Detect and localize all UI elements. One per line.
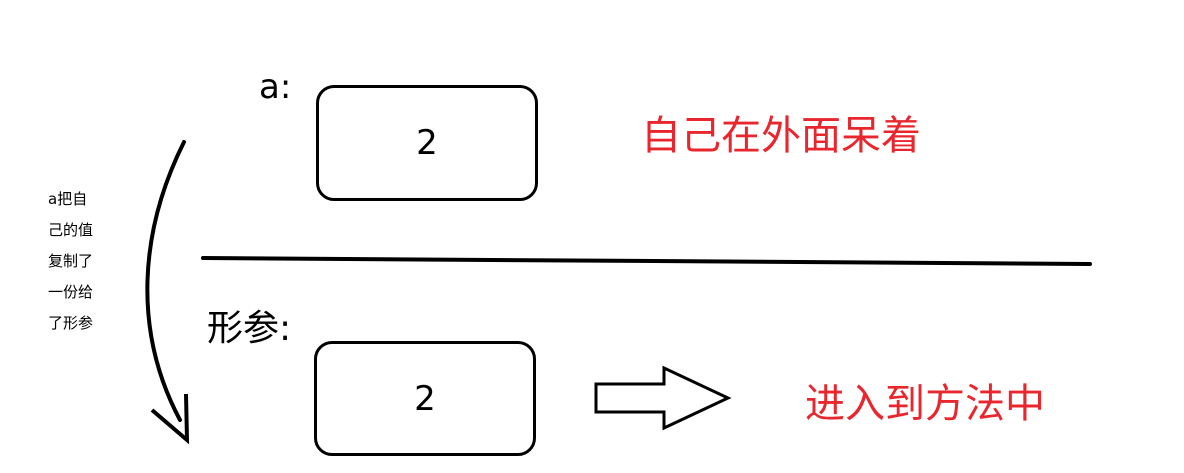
copy-note: a把自 己的值 复制了 一份给 了形参 [48,184,93,339]
copy-arrow-curve [145,140,186,422]
copy-arrow-head [150,393,190,445]
outside-caption: 自己在外面呆着 [641,113,921,159]
variable-a-box: 2 [316,85,538,201]
variable-a-label: a: [259,67,292,107]
copy-note-line: 了形参 [48,314,94,332]
scope-divider-line [201,256,1092,266]
parameter-label: 形参: [207,308,292,349]
copy-note-line: 一份给 [48,283,94,301]
copy-note-line: a把自 [48,190,88,208]
parameter-value: 2 [414,378,436,419]
enter-arrow-icon [594,365,732,431]
copy-note-line: 复制了 [48,252,94,270]
parameter-box: 2 [314,341,536,456]
variable-a-value: 2 [416,123,438,163]
copy-note-line: 己的值 [48,221,94,239]
enter-method-caption: 进入到方法中 [805,381,1045,427]
